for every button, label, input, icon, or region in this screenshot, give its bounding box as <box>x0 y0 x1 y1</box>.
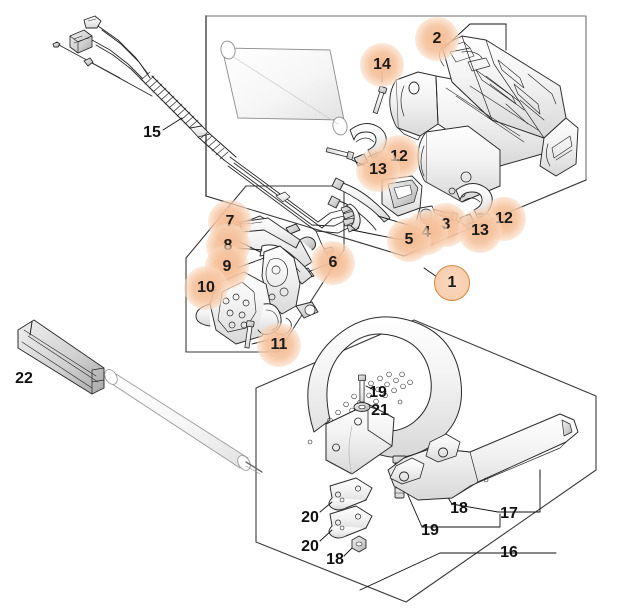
callout-number: 6 <box>328 254 338 271</box>
part-19-screw-loop <box>357 374 375 403</box>
callout-13-screw-lower[interactable]: 13 <box>458 209 502 253</box>
label-15-throttle-cable[interactable]: 15 <box>143 124 161 141</box>
callout-11-screw[interactable]: 11 <box>257 323 301 367</box>
callout-13-screw-upper[interactable]: 13 <box>356 148 400 192</box>
part-handle-tube <box>220 40 348 136</box>
part-16-loop-handle <box>307 316 463 475</box>
part-17-handle-bar <box>387 413 579 501</box>
part-2-handle-housing <box>389 23 579 203</box>
callout-number: 14 <box>373 56 391 73</box>
part-22-shaft-cover <box>17 319 105 395</box>
callout-number: 13 <box>369 161 387 178</box>
label-19-screw-upper[interactable]: 19 <box>369 384 387 401</box>
part-drive-tube <box>104 369 263 475</box>
part-21-washer <box>353 402 377 412</box>
callout-14-screw-housing[interactable]: 14 <box>360 43 404 87</box>
callout-number: 10 <box>197 279 215 296</box>
label-18-nut-upper[interactable]: 18 <box>450 500 468 517</box>
callout-number: 13 <box>471 222 489 239</box>
callout-number: 9 <box>222 258 232 275</box>
callout-5-torsion-spring[interactable]: 5 <box>387 218 431 262</box>
label-18-nut-lower[interactable]: 18 <box>326 551 344 568</box>
callout-number: 5 <box>404 231 414 248</box>
callout-2-handle-housing[interactable]: 2 <box>415 17 459 61</box>
label-16-loop-handle[interactable]: 16 <box>500 544 518 561</box>
callout-1-control-handle[interactable]: 1 <box>434 265 470 301</box>
part-20-clamp-lower <box>319 505 373 542</box>
label-19-screw-lower[interactable]: 19 <box>421 522 439 539</box>
part-9-lever-bracket <box>236 245 319 319</box>
callout-10-switch-body[interactable]: 10 <box>184 266 228 310</box>
label-21-washer[interactable]: 21 <box>371 402 389 419</box>
part-18-nut-lower <box>343 535 367 557</box>
part-20-clamp-upper <box>319 477 373 513</box>
callout-number: 7 <box>225 213 235 230</box>
part-15-throttle-cable <box>52 15 360 255</box>
label-17-handle-bar[interactable]: 17 <box>500 505 518 522</box>
callout-number: 2 <box>432 30 442 47</box>
label-20-clamp-lower[interactable]: 20 <box>301 538 319 555</box>
callout-6-handle-mould-half[interactable]: 6 <box>311 241 355 285</box>
callout-number: 11 <box>270 336 288 353</box>
callout-number: 1 <box>447 274 457 291</box>
label-22-shaft-cover[interactable]: 22 <box>15 370 33 387</box>
label-20-clamp-upper[interactable]: 20 <box>301 509 319 526</box>
